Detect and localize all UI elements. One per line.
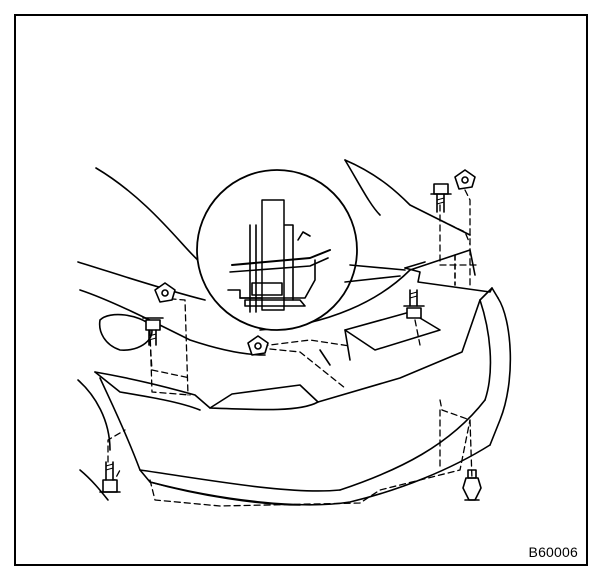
- figure-code-label: B60006: [528, 544, 578, 560]
- fuel-door-outline: [98, 313, 153, 351]
- assembly-guide-lines: [107, 189, 481, 507]
- figure-frame: [14, 14, 588, 566]
- clip-detail-magnifier: [196, 169, 406, 331]
- bolt-icon-right-upper: [430, 183, 452, 213]
- bolt-icon-left: [142, 317, 164, 346]
- retainer-nut-icon-top-right: [454, 169, 476, 190]
- bolt-icon-bottom-left: [99, 461, 121, 493]
- retainer-nut-icon-left: [154, 282, 176, 303]
- bumper-cover: [94, 261, 512, 506]
- push-clip-icon: [462, 469, 482, 501]
- bolt-icon-right-lower: [403, 289, 425, 319]
- retainer-nut-icon-center: [247, 335, 269, 356]
